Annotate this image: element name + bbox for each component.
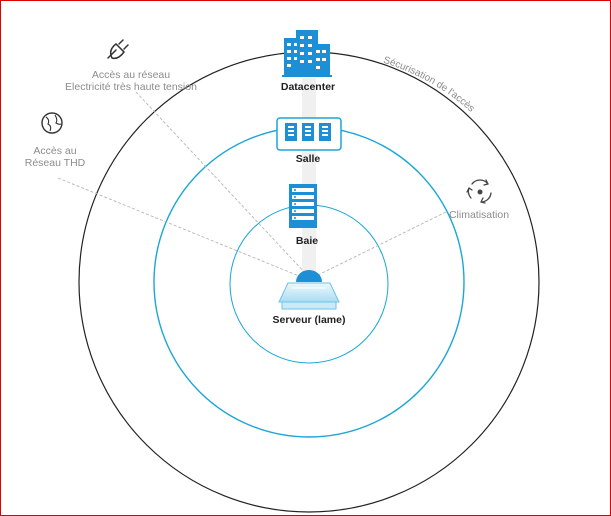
datacenter-label: Datacenter xyxy=(280,81,336,93)
blade-server-icon xyxy=(278,270,340,310)
access-security-arc-label: Sécurisation de l'accès xyxy=(382,55,476,115)
network-label-line-1: Accès au xyxy=(33,145,77,157)
power-access-label: Accès au réseau Electricité très haute t… xyxy=(65,69,197,93)
server-room-icon xyxy=(276,117,342,151)
building-icon xyxy=(282,30,332,77)
cooling-leader-line xyxy=(315,211,447,277)
serveur-label: Serveur (lame) xyxy=(272,314,346,326)
recycle-fan-icon xyxy=(466,179,492,204)
network-leader-line xyxy=(57,177,305,279)
globe-icon xyxy=(41,112,63,134)
connection-band xyxy=(302,78,316,278)
power-leader-line xyxy=(135,91,307,275)
cooling-label: Climatisation xyxy=(448,209,510,221)
power-label-line-2: Electricité très haute tension xyxy=(65,81,197,93)
plug-icon xyxy=(107,39,129,60)
network-access-label: Accès au Réseau THD xyxy=(25,145,86,169)
baie-label: Baie xyxy=(295,235,319,247)
power-label-line-1: Accès au réseau xyxy=(91,69,171,81)
rack-icon xyxy=(289,184,317,228)
network-label-line-2: Réseau THD xyxy=(24,157,86,169)
salle-label: Salle xyxy=(295,153,321,165)
